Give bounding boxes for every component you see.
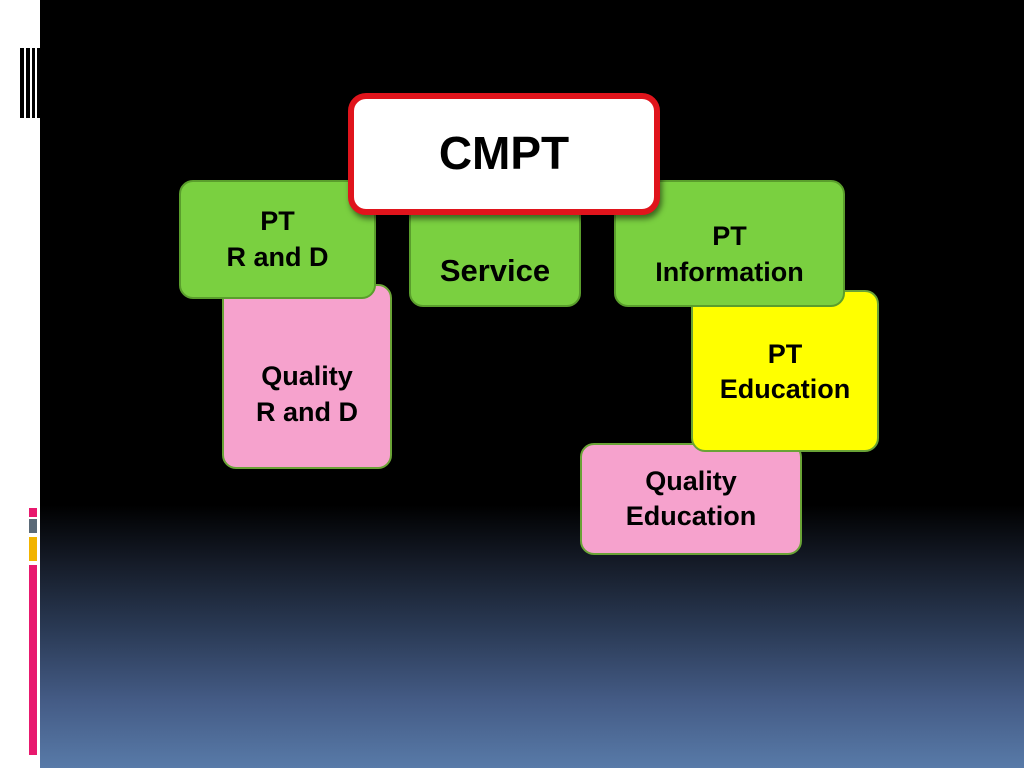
- node-quality-education: Quality Education: [580, 443, 802, 555]
- deco-bar-4: [37, 48, 40, 118]
- node-pt-rnd: PT R and D: [179, 180, 376, 299]
- node-pt-rnd-line-1: PT: [260, 206, 295, 237]
- accent-gray: [29, 519, 37, 533]
- accent-pink-tall: [29, 565, 37, 755]
- node-quality-rnd: Quality R and D: [222, 284, 392, 469]
- deco-bar-3: [32, 48, 35, 118]
- node-pt-information-line-1: PT: [712, 221, 747, 252]
- node-quality-rnd-line-2: R and D: [255, 396, 358, 427]
- left-decorative-strip: [0, 0, 40, 768]
- node-quality-rnd-line-1: Quality: [261, 361, 353, 392]
- node-pt-information-line-2: Information: [655, 256, 804, 287]
- node-pt-education: PT Education: [691, 290, 879, 452]
- accent-yellow: [29, 537, 37, 561]
- node-quality-education-line-1: Quality: [645, 465, 737, 496]
- node-pt-education-line-2: Education: [719, 374, 851, 404]
- node-cmpt-root-label: CMPT: [438, 127, 570, 180]
- node-quality-education-line-2: Education: [625, 501, 757, 531]
- node-cmpt-root: CMPT: [348, 93, 660, 215]
- node-pt-information: PT Information: [614, 180, 845, 307]
- deco-bar-1: [20, 48, 24, 118]
- node-service-line-1: Service: [439, 253, 551, 289]
- accent-pink-small: [29, 508, 37, 517]
- deco-bar-2: [26, 48, 30, 118]
- node-pt-rnd-line-2: R and D: [226, 241, 329, 272]
- node-pt-education-line-1: PT: [767, 338, 803, 369]
